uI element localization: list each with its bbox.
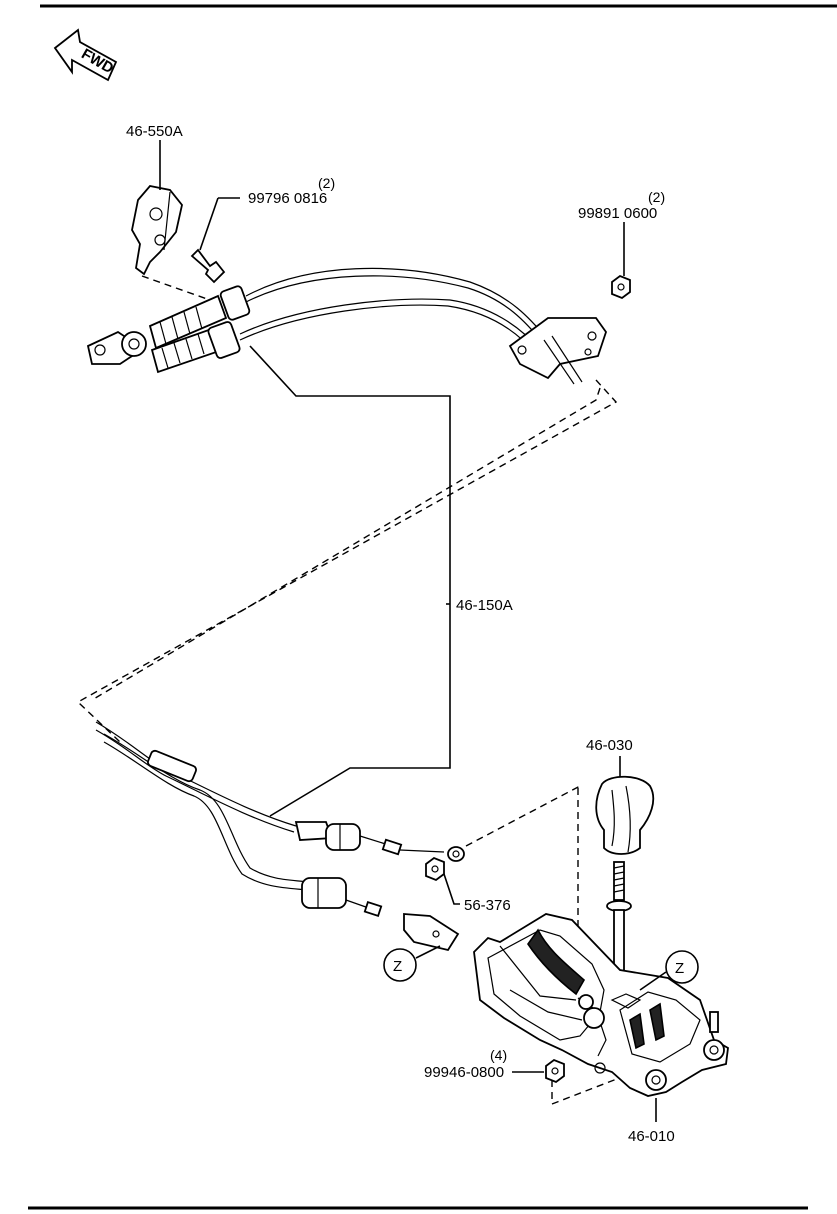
label-cable: 46-150A [456,597,513,614]
shifter-base [473,913,729,1097]
label-bracket: 46-550A [126,123,183,140]
fwd-arrow-icon: FWD [53,28,118,82]
cable-sleeve [147,749,197,783]
label-nut-bottom: 99946-0800 [424,1064,504,1081]
label-bolt-qty: (2) [318,175,335,191]
nut-bottom [545,1058,565,1084]
detail-mark-z-right: Z [639,950,699,991]
label-knob: 46-030 [586,737,633,754]
cable-bracket [508,317,607,385]
label-nut-top-qty: (2) [648,189,665,205]
bolt [190,248,226,284]
label-shifter-base: 46-010 [628,1128,675,1145]
cable-end-upper [86,285,251,374]
detail-mark-z-right-label: Z [675,960,684,977]
shift-knob [595,775,655,855]
detail-mark-z-left: Z [383,945,441,982]
label-clip: 56-376 [464,897,511,914]
cable-end-lower-1 [294,821,465,862]
label-nut-top: 99891 0600 [578,205,657,222]
nut-top [611,274,631,300]
bracket [131,185,183,276]
detail-mark-z-left-label: Z [393,958,402,975]
label-nut-bottom-qty: (4) [490,1047,507,1063]
label-bolt: 99796 0816 [248,190,327,207]
clip [425,856,445,882]
cable-end-lower-2 [301,877,460,952]
